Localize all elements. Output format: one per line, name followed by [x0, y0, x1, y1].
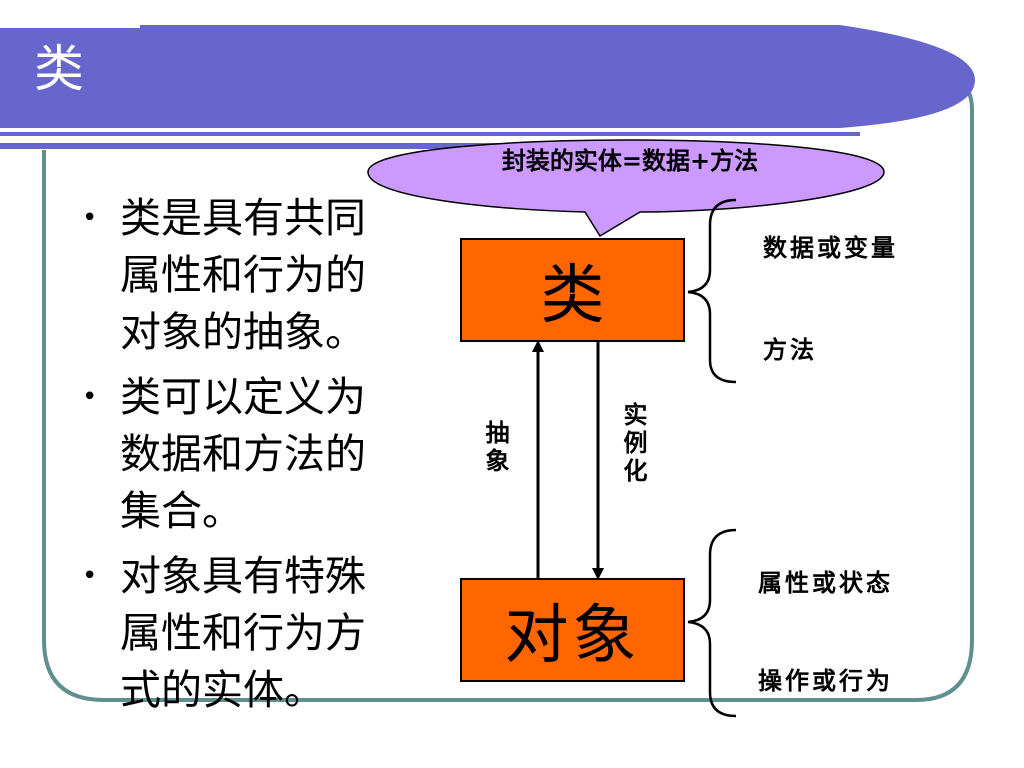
slide-title: 类: [34, 40, 84, 98]
class-box-label: 类: [540, 259, 605, 333]
bullet-item: • 类是具有共同属性和行为的对象的抽象。: [76, 190, 406, 361]
header-band: [0, 0, 975, 128]
object-member-label: 属性或状态: [758, 569, 893, 597]
class-member-label: 方法: [763, 336, 817, 364]
bullet-text: 类是具有共同属性和行为的对象的抽象。: [120, 194, 366, 356]
bullet-dot-icon: •: [82, 203, 98, 233]
object-brace: [687, 528, 737, 718]
object-box: 对象: [460, 578, 685, 682]
bullet-dot-icon: •: [82, 561, 98, 591]
abstract-arrow-label: 抽象: [481, 420, 509, 476]
callout-text: 封装的实体=数据+方法: [501, 147, 759, 175]
instantiate-arrow-label: 实例化: [619, 402, 647, 486]
bullet-text: 类可以定义为数据和方法的集合。: [120, 373, 366, 535]
header-band-top: [0, 0, 140, 28]
class-member-label: 数据或变量: [763, 234, 898, 262]
bullet-item: • 类可以定义为数据和方法的集合。: [76, 369, 406, 540]
class-box: 类: [460, 238, 685, 342]
bullet-list: • 类是具有共同属性和行为的对象的抽象。 • 类可以定义为数据和方法的集合。 •…: [76, 190, 406, 727]
bullet-item: • 对象具有特殊属性和行为方式的实体。: [76, 548, 406, 719]
bullet-text: 对象具有特殊属性和行为方式的实体。: [120, 552, 366, 714]
object-member-label: 操作或行为: [758, 667, 893, 695]
callout-bubble: [367, 139, 885, 238]
object-box-label: 对象: [504, 599, 641, 673]
class-brace: [687, 198, 737, 384]
bullet-dot-icon: •: [82, 382, 98, 412]
